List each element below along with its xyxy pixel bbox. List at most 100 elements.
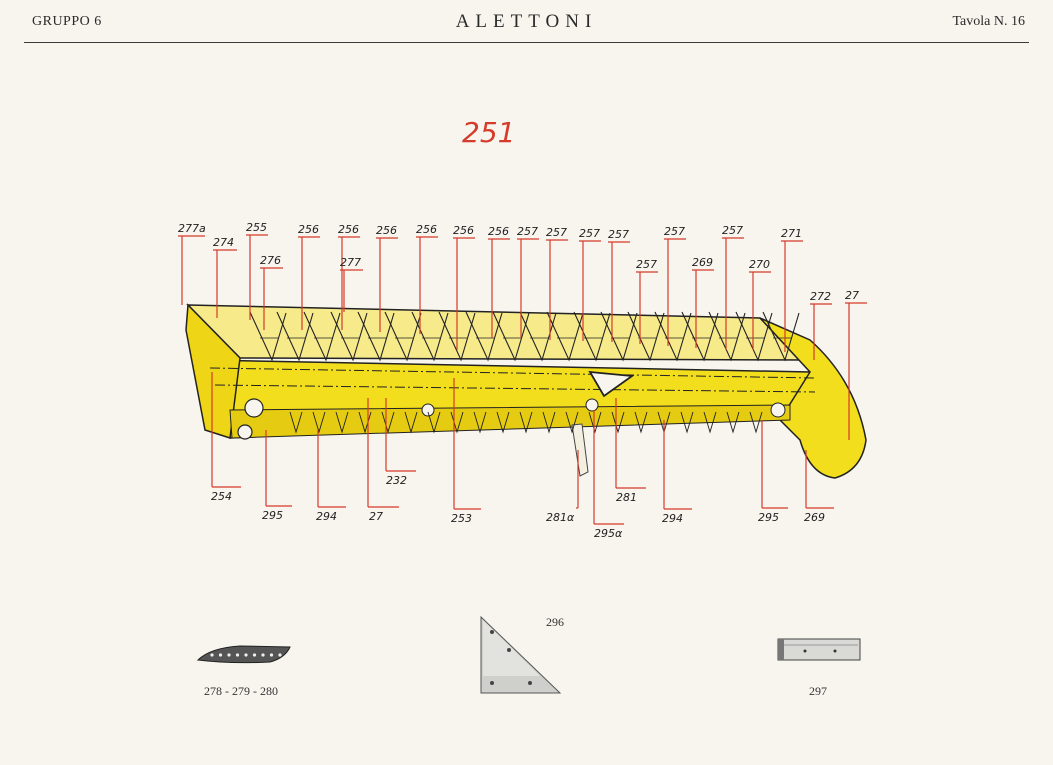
strip-hole [235,653,240,657]
callout-label: 27 [845,289,859,302]
trailing-rib [749,411,763,434]
lightening-hole-left-2 [237,424,253,440]
strip-hole [210,653,214,657]
page-header: GRUPPO 6 ALETTONI Tavola N. 16 [0,0,1053,44]
hinge-fitting [571,423,589,477]
strip-hole [278,653,282,657]
centerline-lower [214,384,816,393]
header-rule [24,42,1029,43]
rib [492,311,530,362]
callout-label: 281α [546,511,575,524]
strip-hole [227,653,231,657]
bottom-leader-lines [211,372,834,525]
part-caption-strip: 278 - 279 - 280 [204,684,278,698]
trailing-rib [703,411,717,434]
perforated-strip-icon [196,645,291,664]
trailing-ribs [289,411,763,434]
rib [600,311,638,362]
callout-label: 270 [749,258,770,271]
callout-label: 277 [340,256,361,269]
triangular-cutout [588,370,635,398]
callout-label: 256 [338,223,359,236]
callout-label: 257 [546,226,567,239]
strip-hole [269,653,274,657]
rib [465,311,503,362]
callout-label: 256 [298,223,319,236]
callout-label: 255 [246,221,267,234]
callout-label: 257 [636,258,657,271]
angle-bracket-icon [777,638,861,661]
rib [681,311,719,362]
trailing-rib [312,411,326,434]
centerline-upper [209,367,816,379]
callout-label: 257 [579,227,600,240]
page-title: ALETTONI [455,11,598,32]
callout-label: 257 [517,225,538,238]
rib [330,311,368,362]
callout-label: 257 [722,224,743,237]
callout-label: 254 [211,490,232,503]
trailing-rib [634,411,648,434]
trailing-rib [542,411,556,434]
rib [519,311,557,362]
rib [546,311,584,362]
lightening-hole-left [244,398,264,418]
callout-label: 276 [260,254,281,267]
trailing-rib [404,411,418,434]
trailing-rib [726,411,740,434]
callout-label: 295 [262,509,283,522]
rib [654,311,692,362]
strip-hole [261,653,265,657]
trailing-rib [588,411,602,434]
rib [276,311,314,362]
callout-label: 294 [316,510,337,523]
callout-label: 281 [616,491,637,504]
callout-label: 232 [386,474,407,487]
callout-label: 295α [594,527,623,540]
main-part-number: 251 [462,116,516,149]
trailing-rib [519,411,533,434]
trailing-rib [289,411,303,434]
group-label: GRUPPO 6 [32,14,102,29]
trailing-rib [611,411,625,434]
lightening-hole-right [770,402,786,418]
aileron-body [185,303,867,479]
rib [357,311,395,362]
callout-label: 277a [178,222,206,235]
callout-label: 253 [451,512,472,525]
callout-label: 294 [662,512,683,525]
rib [762,311,800,362]
callout-label: 27 [369,510,383,523]
trailing-rib [358,411,372,434]
rib [411,311,449,362]
callout-label: 256 [453,224,474,237]
rib [303,311,341,362]
aileron-top-face [186,304,813,361]
trailing-rib [335,411,349,434]
rib [573,311,611,362]
callout-label: 256 [488,225,509,238]
rib [708,311,746,362]
lightening-hole-mid-2 [585,398,599,412]
rib [384,311,422,362]
rib [735,311,773,362]
callout-label: 271 [781,227,802,240]
trailing-rib [496,411,510,434]
trailing-rib [473,411,487,434]
trailing-rib [565,411,579,434]
callout-label: 257 [664,225,685,238]
aileron-left-cap [185,303,241,439]
callout-label: 257 [608,228,629,241]
rib [627,311,665,362]
callout-label: 295 [758,511,779,524]
strip-hole [218,653,223,657]
callout-label: 274 [213,236,234,249]
callout-label: 272 [810,290,831,303]
plate-number: Tavola N. 16 [952,14,1025,29]
triangular-gusset-icon [480,615,562,694]
strip-hole [244,653,248,657]
callout-label: 256 [376,224,397,237]
